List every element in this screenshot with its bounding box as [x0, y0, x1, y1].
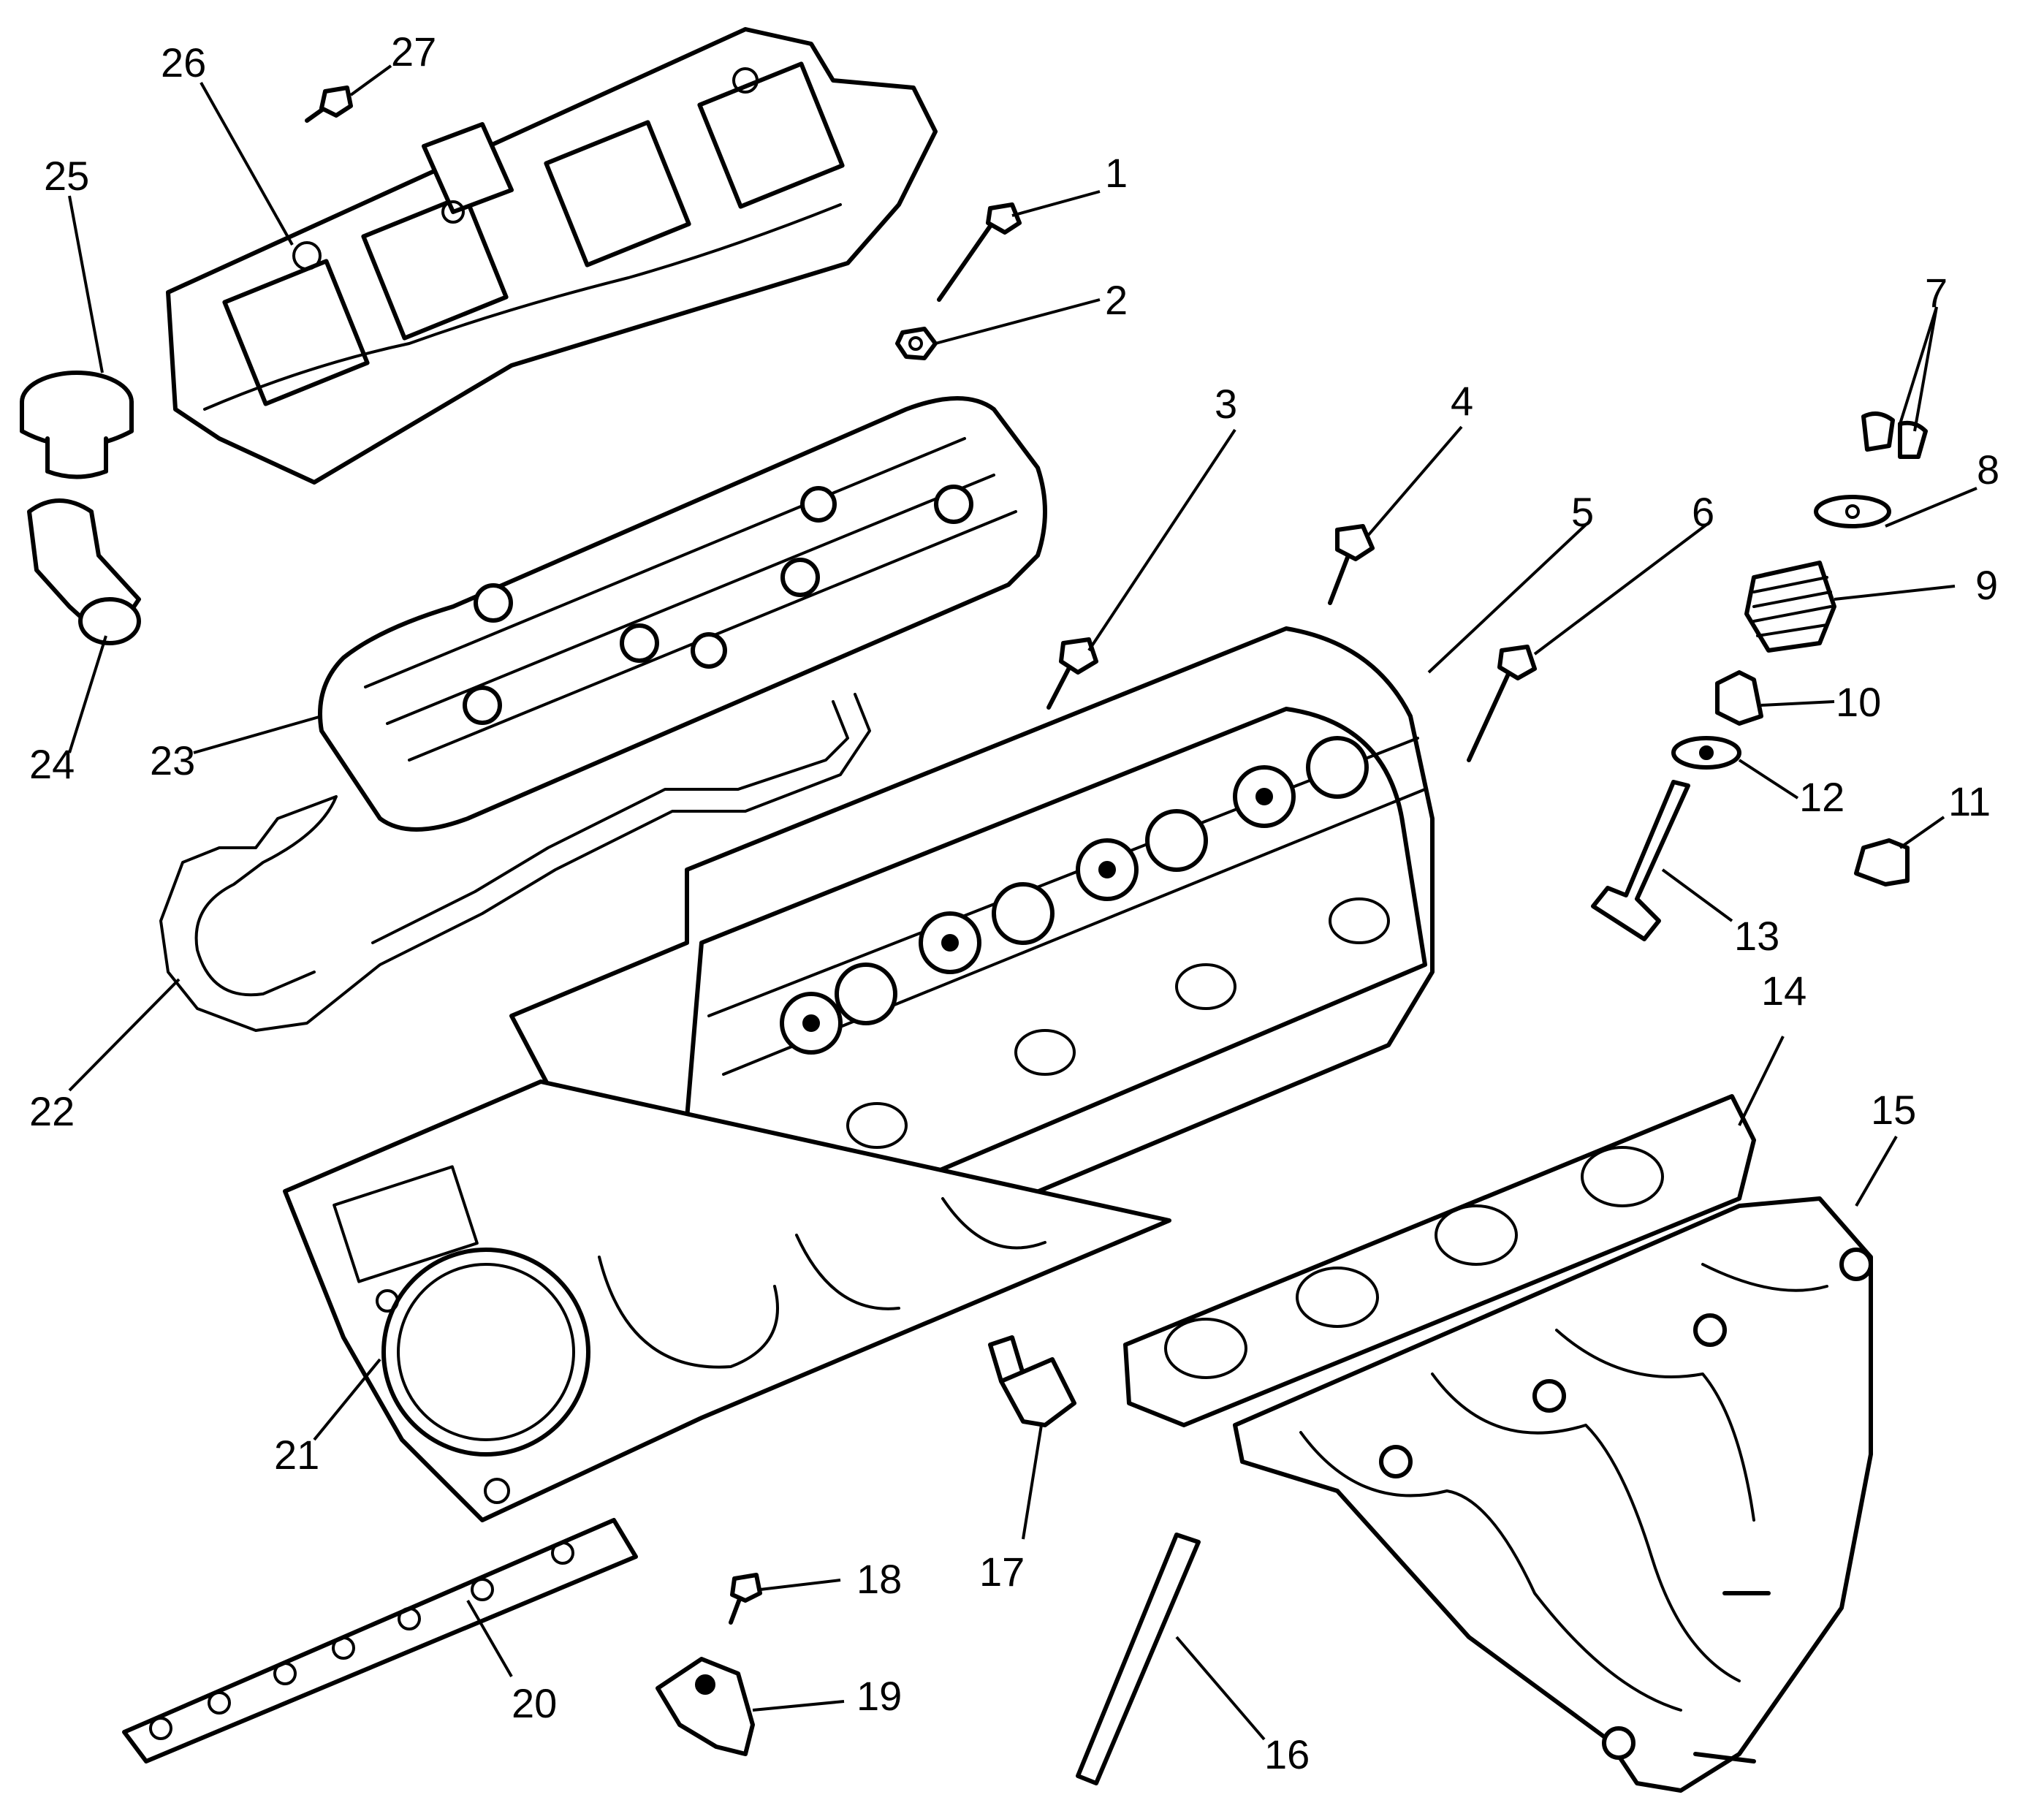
valve-keepers [1861, 411, 1928, 459]
cylinder-head-bolt-short-a [1046, 637, 1098, 710]
leader-lines [68, 64, 1977, 1741]
callout-4: 4 [1451, 378, 1473, 424]
rocker-arm [656, 1657, 755, 1756]
callout-22: 22 [29, 1088, 75, 1134]
valve-stem-seal-b [1854, 838, 1910, 886]
rocker-cover-nut [895, 327, 938, 360]
valve [1591, 780, 1690, 941]
valve-spring [1744, 561, 1836, 653]
callout-16: 16 [1264, 1731, 1310, 1777]
ignition-coil-bracket [166, 27, 938, 485]
callout-20: 20 [512, 1680, 557, 1726]
callout-12: 12 [1799, 774, 1844, 820]
valve-rocker-cover [318, 396, 1047, 832]
exhaust-manifold-gasket [1123, 1094, 1756, 1427]
callout-19: 19 [856, 1673, 902, 1719]
callout-9: 9 [1975, 562, 1998, 608]
callout-27: 27 [391, 29, 436, 75]
cylinder-head-bolt-short-b [1328, 524, 1375, 605]
callout-7: 7 [1925, 270, 1948, 316]
callout-2: 2 [1105, 277, 1128, 323]
callout-6: 6 [1692, 489, 1714, 535]
callout-8: 8 [1977, 447, 1999, 493]
valve-stem-seal [1715, 670, 1763, 726]
cylinder-head-gasket [283, 1079, 1171, 1522]
callout-11: 11 [1948, 778, 1991, 824]
callout-10: 10 [1836, 679, 1881, 725]
pushrod [1076, 1533, 1201, 1785]
callout-17: 17 [979, 1549, 1025, 1595]
callout-23: 23 [150, 737, 195, 783]
coil-bracket-bolt [305, 86, 353, 123]
valve-seat-shim [1671, 736, 1741, 770]
callout-5: 5 [1571, 489, 1594, 535]
callout-25: 25 [44, 153, 89, 199]
callout-18: 18 [856, 1556, 902, 1602]
temperature-sensor [988, 1335, 1076, 1427]
callout-26: 26 [161, 39, 206, 86]
callout-3: 3 [1215, 381, 1237, 427]
valve-lifter-guide-rail [122, 1518, 638, 1763]
callout-15: 15 [1871, 1087, 1916, 1133]
callout-21: 21 [274, 1432, 319, 1478]
callout-24: 24 [29, 741, 75, 787]
callout-14: 14 [1761, 968, 1806, 1014]
valve-spring-retainer [1814, 495, 1891, 528]
cylinder-head-bolt-long [937, 202, 1022, 302]
callout-13: 13 [1734, 913, 1779, 959]
oil-fill-cap [20, 371, 134, 479]
cylinder-head-bolt-medium [1467, 645, 1537, 762]
callout-labels: 1 2 3 4 5 6 7 8 9 10 11 12 13 14 15 16 1… [29, 29, 1999, 1777]
exhaust-manifold [1233, 1196, 1873, 1793]
rocker-arm-bolt [729, 1573, 762, 1625]
rocker-cover-gasket [159, 693, 871, 1032]
pcv-tube [27, 498, 141, 645]
callout-1: 1 [1105, 150, 1128, 196]
